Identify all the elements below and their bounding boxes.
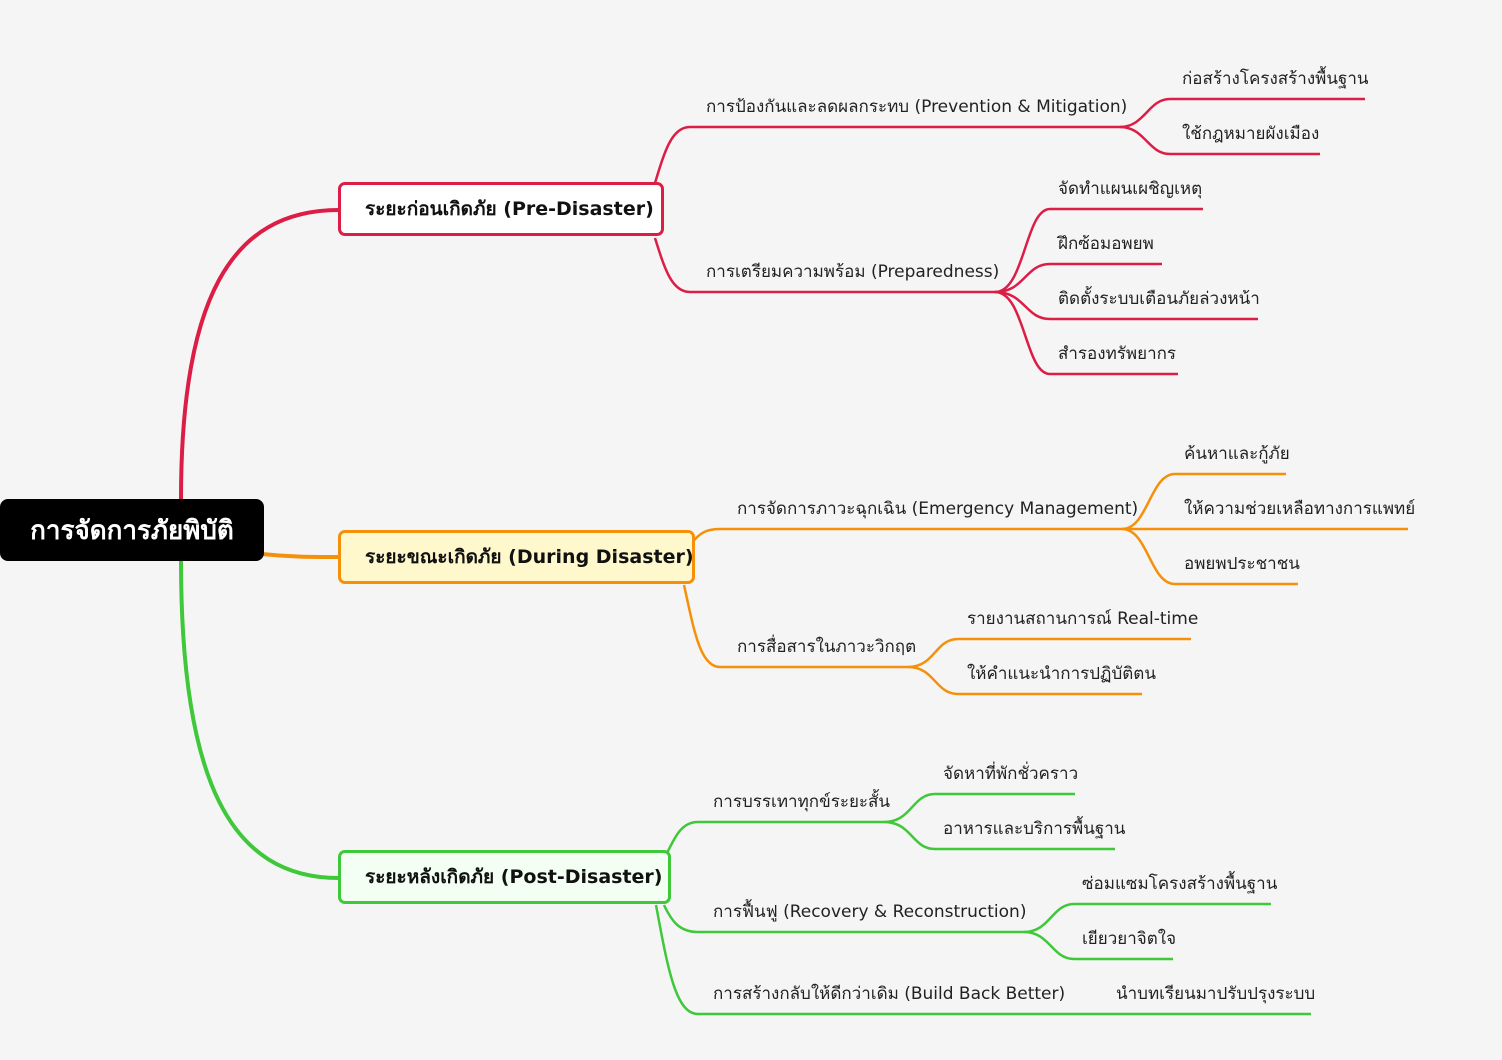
edge-pre-t2 (653, 237, 995, 294)
edge-pre-t2-l1 (994, 207, 1203, 294)
topic-relief[interactable]: การบรรเทาทุกข์ระยะสั้น (713, 792, 891, 812)
topic-prevention[interactable]: การป้องกันและลดผลกระทบ (Prevention & Mit… (706, 97, 1128, 117)
leaf-item[interactable]: จัดทำแผนเผชิญเหตุ (1058, 179, 1203, 199)
edge-post-t2 (662, 904, 1024, 934)
edge-post-t1-l1 (883, 792, 1075, 824)
leaf-item[interactable]: เยียวยาจิตใจ (1082, 929, 1177, 949)
edge-post-t3 (654, 904, 1311, 1016)
edge-pre-t1-l1 (1119, 97, 1365, 129)
leaf-item[interactable]: นำบทเรียนมาปรับปรุงระบบ (1116, 984, 1316, 1004)
leaf-item[interactable]: จัดหาที่พักชั่วคราว (943, 764, 1079, 784)
edge-during-t1-l3 (1121, 527, 1298, 586)
leaf-item[interactable]: ให้คำแนะนำการปฏิบัติตน (967, 664, 1156, 684)
leaf-item[interactable]: รายงานสถานการณ์ Real-time (967, 609, 1199, 629)
branch-during-disaster[interactable]: ระยะขณะเกิดภัย (During Disaster) (338, 530, 695, 584)
edge-pre-t2-l3 (994, 290, 1258, 321)
edge-during-t2-l1 (907, 637, 1191, 669)
branch-label: ระยะก่อนเกิดภัย (Pre-Disaster) (365, 198, 654, 220)
branch-label: ระยะขณะเกิดภัย (During Disaster) (365, 546, 694, 568)
leaf-item[interactable]: ติดตั้งระบบเตือนภัยล่วงหน้า (1058, 289, 1260, 309)
branch-label: ระยะหลังเกิดภัย (Post-Disaster) (365, 866, 663, 888)
edge-during-t2 (682, 584, 908, 669)
edge-during-t1-l1 (1121, 472, 1286, 531)
edge-root-during (261, 552, 340, 559)
leaf-item[interactable]: อพยพประชาชน (1184, 554, 1300, 574)
edge-pre-t2-l2 (994, 262, 1162, 294)
topic-preparedness[interactable]: การเตรียมความพร้อม (Preparedness) (706, 262, 1000, 282)
edge-pre-t1 (653, 125, 1120, 184)
edge-root-pre (179, 208, 340, 500)
leaf-item[interactable]: ใช้กฎหมายผังเมือง (1182, 124, 1320, 144)
branch-pre-disaster[interactable]: ระยะก่อนเกิดภัย (Pre-Disaster) (338, 182, 664, 236)
edge-post-t2-l2 (1023, 930, 1173, 961)
topic-recovery[interactable]: การฟื้นฟู (Recovery & Reconstruction) (713, 902, 1027, 922)
edge-during-t2-l2 (907, 665, 1142, 696)
edge-during-t1 (690, 527, 1122, 544)
edge-post-t1-l2 (883, 820, 1115, 851)
edge-pre-t1-l2 (1119, 125, 1320, 156)
topic-crisis-communication[interactable]: การสื่อสารในภาวะวิกฤต (737, 637, 917, 657)
branch-post-disaster[interactable]: ระยะหลังเกิดภัย (Post-Disaster) (338, 850, 671, 904)
leaf-item[interactable]: อาหารและบริการพื้นฐาน (943, 819, 1126, 839)
edge-post-t2-l1 (1023, 902, 1271, 934)
topic-build-back-better[interactable]: การสร้างกลับให้ดีกว่าเดิม (Build Back Be… (713, 984, 1066, 1004)
leaf-item[interactable]: ฝึกซ้อมอพยพ (1058, 234, 1154, 254)
edge-pre-t2-l4 (994, 290, 1178, 376)
topic-emergency-management[interactable]: การจัดการภาวะฉุกเฉิน (Emergency Manageme… (737, 499, 1139, 519)
edge-post-t1 (664, 820, 884, 856)
root-node[interactable]: การจัดการภัยพิบัติ (0, 499, 264, 561)
leaf-item[interactable]: ซ่อมแซมโครงสร้างพื้นฐาน (1082, 874, 1278, 894)
leaf-item[interactable]: สำรองทรัพยากร (1058, 344, 1177, 364)
edge-root-post (179, 560, 340, 880)
leaf-item[interactable]: ให้ความช่วยเหลือทางการแพทย์ (1184, 499, 1416, 519)
leaf-item[interactable]: ก่อสร้างโครงสร้างพื้นฐาน (1182, 69, 1369, 89)
leaf-item[interactable]: ค้นหาและกู้ภัย (1184, 444, 1290, 464)
